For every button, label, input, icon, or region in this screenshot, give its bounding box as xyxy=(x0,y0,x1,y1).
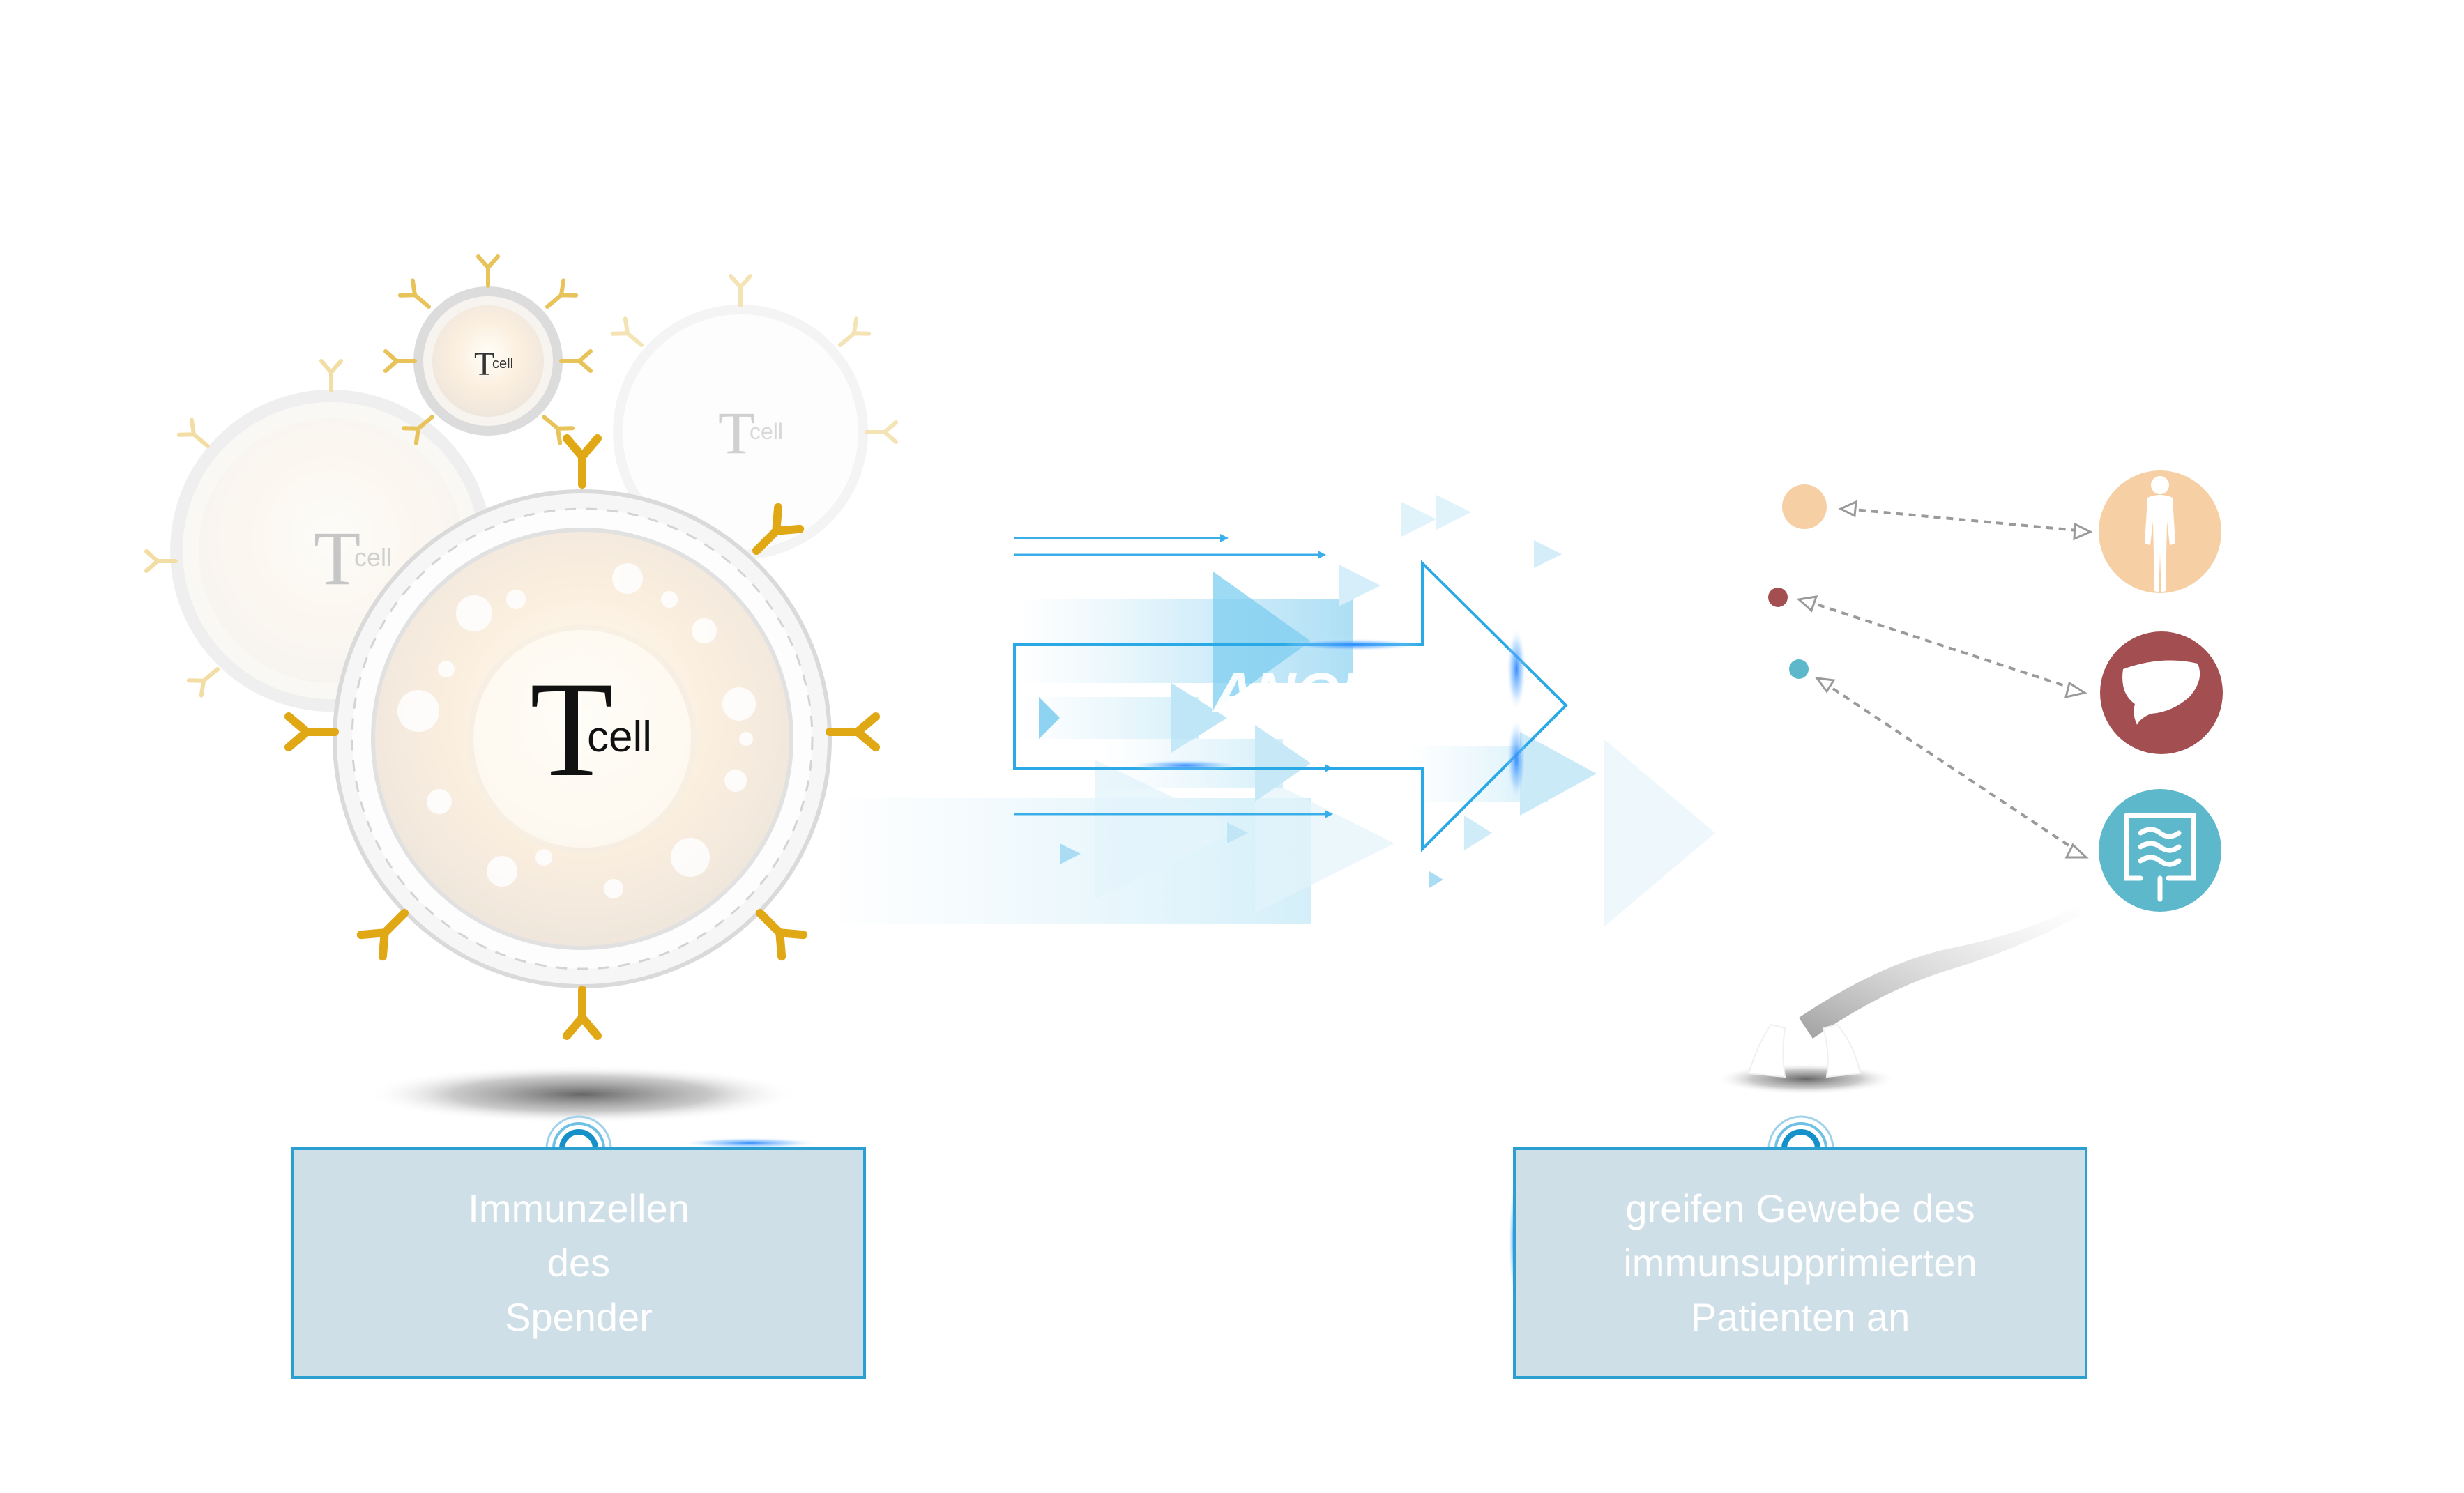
donor-cells-label-box: Immunzellen des Spender xyxy=(291,1147,866,1379)
dot-body xyxy=(1782,484,1827,529)
organ-dots xyxy=(1768,484,1827,679)
organ-circle-liver xyxy=(2100,631,2223,754)
organ-circle-intestine xyxy=(2099,789,2221,912)
body-icon xyxy=(2145,476,2175,592)
dashed-connectors xyxy=(1805,507,2085,855)
main-t-cell-sub: cell xyxy=(587,713,652,761)
liver-icon xyxy=(2122,660,2200,725)
patient-label-line-3: Patienten an xyxy=(1690,1295,1910,1339)
donor-label-line-2: des xyxy=(547,1241,611,1285)
donor-label-line-1: Immunzellen xyxy=(468,1186,690,1230)
patient-tissue-label-box: greifen Gewebe des immunsupprimierten Pa… xyxy=(1513,1147,2087,1379)
organ-circle-body xyxy=(2099,470,2221,593)
faint-cell-right-sub: cell xyxy=(750,419,783,444)
dot-intestine xyxy=(1789,659,1809,679)
dot-liver xyxy=(1768,588,1788,607)
patient-label-line-1: greifen Gewebe des xyxy=(1625,1186,1975,1230)
small-t-cell: T cell xyxy=(386,257,591,443)
donor-label-line-3: Spender xyxy=(505,1295,653,1339)
small-t-cell-label: T xyxy=(474,346,494,383)
patient-figure xyxy=(1715,906,2085,1094)
faint-cell-left-label: T xyxy=(314,516,360,601)
intestine-icon xyxy=(2124,813,2196,902)
arrow-text-angriff: ANGRIFF xyxy=(1212,661,1468,725)
main-t-cell-label: T xyxy=(530,654,614,805)
main-t-cell: T cell xyxy=(289,438,876,1124)
small-t-cell-sub: cell xyxy=(492,356,513,372)
patient-label-line-2: immunsupprimierten xyxy=(1623,1241,1977,1285)
faint-cell-left-sub: cell xyxy=(354,543,392,572)
attack-arrow-cluster: ANGRIFF auf xyxy=(823,495,1715,927)
arrow-text-auf: auf xyxy=(1339,722,1387,756)
faint-cell-right-label: T xyxy=(718,399,755,466)
dashed-arrowheads xyxy=(1796,500,2093,859)
